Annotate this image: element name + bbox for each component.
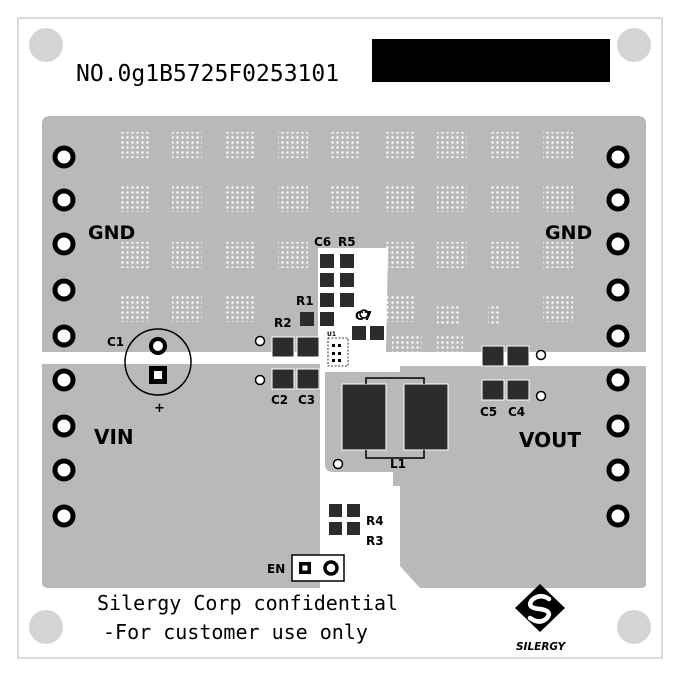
c1-capacitor — [124, 328, 192, 396]
c1-label: C1 — [107, 335, 124, 349]
serial-number: NO.0g1B5725F0253101 — [76, 61, 339, 87]
c6-label: C6 — [314, 235, 331, 249]
u1-label: U1 — [327, 331, 336, 338]
mounting-hole-top-right — [617, 28, 651, 62]
r4-label: R4 — [366, 514, 384, 528]
silergy-logo-text: SILERGY — [516, 641, 567, 653]
c2-c3-pads — [271, 336, 320, 390]
right-header-pins — [606, 145, 630, 528]
vin-copper-pour — [42, 366, 320, 588]
left-header-pins — [52, 145, 76, 528]
c7-label: C7 — [355, 309, 372, 323]
feedback-network-pads — [300, 254, 384, 340]
vout-copper-pour — [400, 366, 646, 588]
confidential-notice-line2: -For customer use only — [103, 620, 368, 644]
silergy-logo-icon — [515, 584, 565, 632]
vin-label: VIN — [94, 425, 134, 449]
u1-ic-footprint — [327, 337, 349, 367]
vout-label: VOUT — [519, 428, 581, 452]
gnd-copper-pour — [42, 116, 646, 352]
via-arrays — [120, 132, 573, 356]
mounting-hole-top-left — [29, 28, 63, 62]
c4-c5-pads — [481, 345, 530, 401]
en-label: EN — [267, 562, 285, 576]
gnd-label-left: GND — [88, 222, 135, 244]
r1-label: R1 — [296, 294, 314, 308]
c4-label: C4 — [508, 405, 525, 419]
gnd-label-right: GND — [545, 222, 592, 244]
mounting-hole-bottom-left — [29, 610, 63, 644]
vin-copper-pour-top — [42, 364, 320, 380]
c1-polarity-mark: + — [154, 401, 165, 416]
r3-r4-pads — [329, 504, 360, 535]
l1-label: L1 — [390, 457, 406, 471]
redaction-bar — [372, 39, 610, 82]
mounting-hole-bottom-right — [617, 610, 651, 644]
r2-label: R2 — [274, 316, 292, 330]
en-jumper-header — [291, 554, 345, 582]
r5-label: R5 — [338, 235, 356, 249]
confidential-notice-line1: Silergy Corp confidential — [97, 591, 398, 615]
l1-inductor — [341, 377, 449, 459]
test-points — [254, 309, 547, 470]
r3-label: R3 — [366, 534, 384, 548]
c5-label: C5 — [480, 405, 497, 419]
c3-label: C3 — [298, 393, 315, 407]
c2-label: C2 — [271, 393, 288, 407]
